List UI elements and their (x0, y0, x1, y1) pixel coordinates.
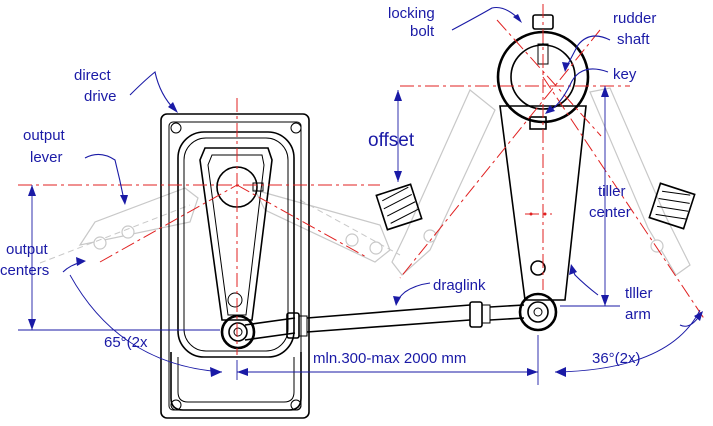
output-centers-label-2: centers (0, 262, 49, 279)
locking-bolt-label-1: locking (388, 5, 435, 22)
section-blocks (375, 182, 696, 231)
ghost-lever-positions (39, 87, 691, 276)
locking-bolt-label-2: bolt (410, 23, 435, 40)
rudder-shaft-label-2: shaft (617, 31, 650, 48)
leader-lines (62, 6, 703, 327)
labels: locking bolt rudder shaft key direct dri… (0, 5, 656, 367)
key-label: key (613, 66, 637, 83)
output-lever-label-2: lever (30, 149, 63, 166)
direct-drive-housing (160, 113, 310, 419)
distance-label: mln.300-max 2000 mm (313, 350, 466, 367)
draglink-rod (244, 301, 525, 341)
output-lever (199, 147, 273, 350)
direct-drive-label-1: direct (74, 67, 112, 84)
direct-drive-label-2: drive (84, 88, 117, 105)
dimension-lines (18, 86, 701, 385)
tiller-arm-label-2: arm (625, 306, 651, 323)
output-lever-label-1: output (23, 127, 66, 144)
tiller-arm-label-1: tlller (625, 285, 653, 302)
rudder-shaft-label-1: rudder (613, 10, 656, 27)
angle-left-label: 65°(2x (104, 334, 148, 351)
output-centers-label-1: output (6, 241, 49, 258)
tiller-center-label-2: center (589, 204, 631, 221)
tiller-center-label-1: tiller (598, 183, 626, 200)
draglink-label: draglink (433, 277, 486, 294)
center-lines (18, 4, 706, 355)
offset-label: offset (368, 130, 415, 151)
angle-right-label: 36°(2x) (592, 350, 641, 367)
